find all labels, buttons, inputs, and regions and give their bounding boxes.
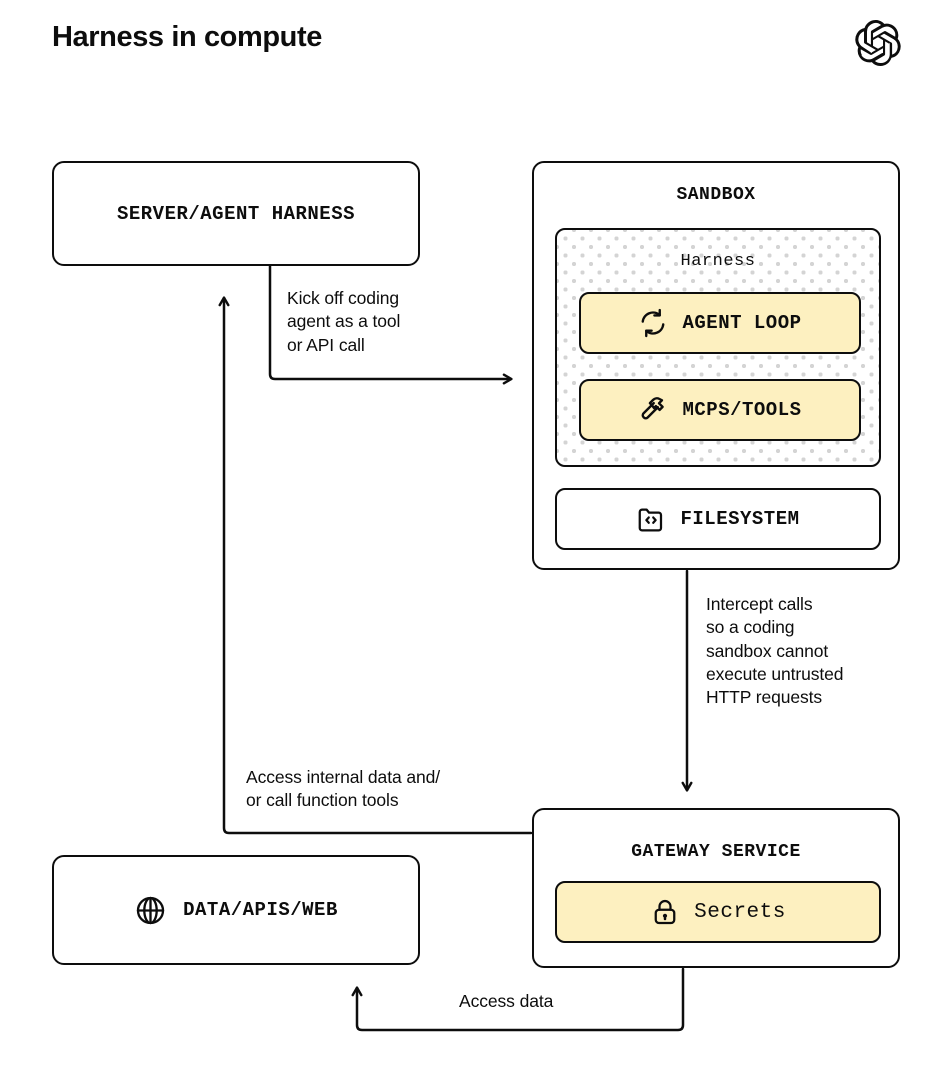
folder-code-icon <box>639 508 663 532</box>
edge-label-kickoff: Kick off coding agent as a tool or API c… <box>287 288 401 355</box>
node-gateway-service[interactable]: GATEWAY SERVICE Secrets <box>532 808 900 968</box>
page-title: Harness in compute <box>52 21 322 53</box>
chip-mcps-tools-label: MCPS/TOOLS <box>682 399 802 421</box>
chip-agent-loop[interactable]: AGENT LOOP <box>579 292 861 354</box>
node-data-label: DATA/APIS/WEB <box>183 899 338 921</box>
chip-filesystem-label: FILESYSTEM <box>680 508 800 530</box>
chip-agent-loop-label: AGENT LOOP <box>682 312 802 334</box>
openai-logo-icon <box>855 20 901 66</box>
chip-mcps-tools[interactable]: MCPS/TOOLS <box>579 379 861 441</box>
edge-label-intercept: Intercept calls so a coding sandbox cann… <box>706 594 844 708</box>
edge-access-internal <box>218 296 533 835</box>
harness-title: Harness <box>680 252 756 271</box>
lock-icon <box>654 899 676 925</box>
chip-secrets[interactable]: Secrets <box>555 881 881 943</box>
hammer-icon <box>642 397 665 420</box>
node-server-agent-harness[interactable]: SERVER/AGENT HARNESS <box>52 161 420 266</box>
sandbox-title: SANDBOX <box>676 185 756 205</box>
gateway-title: GATEWAY SERVICE <box>631 842 801 862</box>
edge-label-access-internal: Access internal data and/ or call functi… <box>246 767 441 811</box>
chip-filesystem[interactable]: FILESYSTEM <box>555 488 881 550</box>
globe-icon <box>136 896 165 924</box>
node-server-label: SERVER/AGENT HARNESS <box>116 202 356 225</box>
edge-label-access-data: Access data <box>459 991 554 1011</box>
node-data-apis-web[interactable]: DATA/APIS/WEB <box>52 855 420 965</box>
refresh-loop-icon <box>642 308 665 338</box>
node-harness-container[interactable]: Harness AGENT LOOP MCPS/TOOLS <box>555 228 881 467</box>
node-sandbox[interactable]: SANDBOX Harness AGENT LOOP MCPS/TOOLS <box>532 161 900 570</box>
chip-secrets-label: Secrets <box>694 900 786 924</box>
